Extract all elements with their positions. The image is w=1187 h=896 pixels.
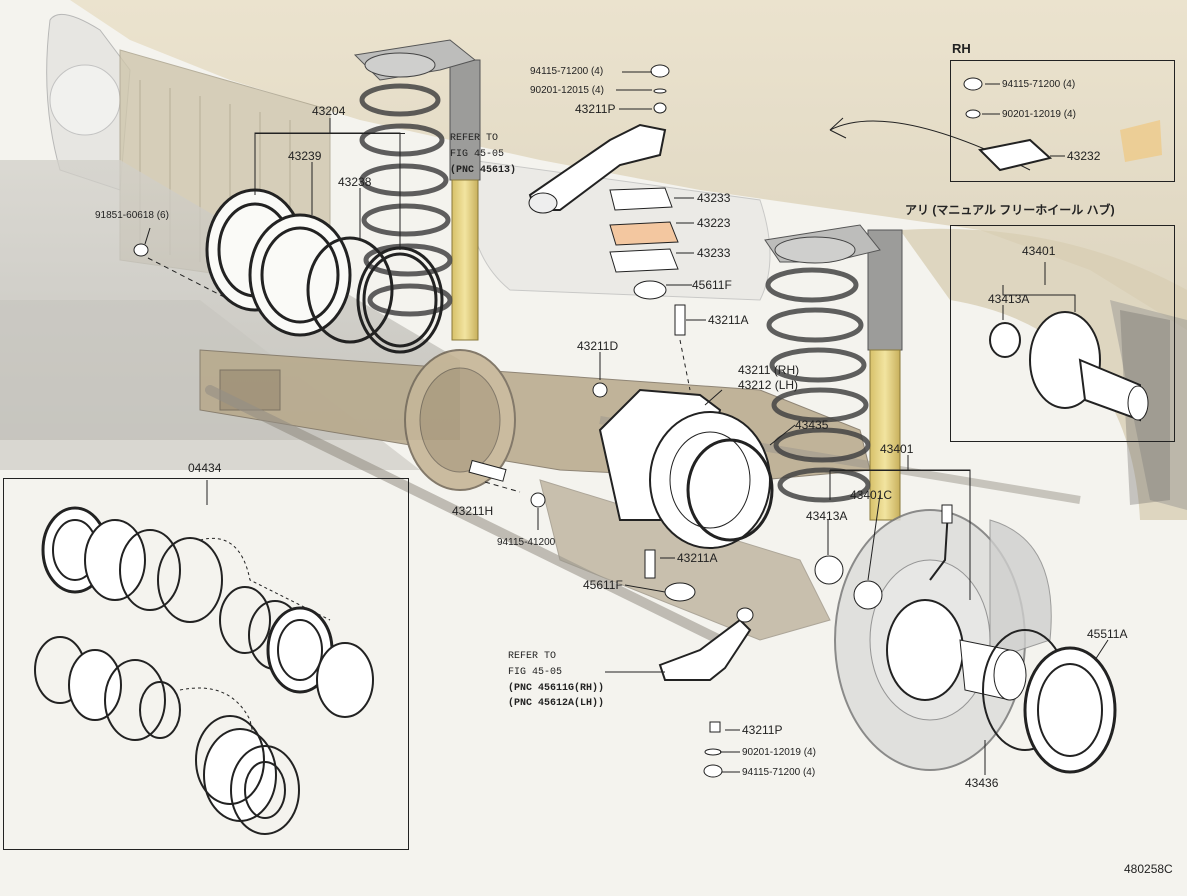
refer-top-line3: (PNC 45613)	[450, 165, 517, 176]
top-fasteners	[133, 64, 670, 257]
label-94115-top: 94115-71200 (4)	[530, 66, 604, 77]
rh-inset-box	[950, 60, 1175, 182]
rh-inset-parts	[963, 77, 1065, 172]
label-43401C: 43401C	[850, 488, 893, 502]
label-45611F-low: 45611F	[583, 578, 623, 592]
label-43211RH: 43211 (RH)	[738, 363, 800, 377]
label-43436: 43436	[965, 776, 999, 790]
rh-inset-title: RH	[952, 41, 971, 56]
label-94115-low: 94115-71200 (4)	[742, 767, 816, 778]
label-43413A: 43413A	[806, 509, 848, 523]
manual-hub-parts	[989, 262, 1149, 422]
exploded-bearing-rings	[205, 188, 444, 354]
label-43211H: 43211H	[452, 504, 494, 518]
gear-set-inset-title: 04434	[188, 461, 222, 475]
label-90201-top: 90201-12015 (4)	[530, 85, 604, 96]
group-bracket-43204	[255, 133, 405, 134]
label-43239: 43239	[288, 149, 322, 163]
refer-top-line1: REFER TO	[450, 133, 499, 144]
label-rh-43232: 43232	[1067, 149, 1101, 163]
label-43211P-top: 43211P	[575, 102, 616, 116]
label-43223: 43223	[697, 216, 731, 230]
figure-id: 480258C	[1124, 862, 1173, 876]
left-coil-spring	[353, 39, 481, 341]
brake-disc-hub	[814, 504, 1117, 774]
manual-hub-inset-title: アリ (マニュアル フリーホイール ハブ)	[905, 203, 1115, 217]
label-43211P-low: 43211P	[742, 723, 783, 737]
label-43211A-top: 43211A	[708, 313, 749, 327]
label-rh-94115: 94115-71200 (4)	[1002, 79, 1076, 90]
label-90201-low: 90201-12019 (4)	[742, 747, 816, 758]
label-43233-a: 43233	[697, 191, 731, 205]
knuckle-arm-low	[658, 607, 754, 778]
gear-set-parts	[34, 480, 374, 835]
refer-low-line1: REFER TO	[508, 651, 557, 662]
knuckle-arm-top	[528, 123, 686, 336]
label-43233-b: 43233	[697, 246, 731, 260]
label-hub-43401: 43401	[1022, 244, 1056, 258]
label-45611F-top: 45611F	[692, 278, 732, 292]
gear-set-inset-box	[3, 478, 409, 850]
label-43211D: 43211D	[577, 339, 619, 353]
refer-low-line3: (PNC 45611G(RH))	[508, 683, 605, 694]
label-94115-41200: 94115-41200	[497, 537, 556, 548]
label-43211A-low: 43211A	[677, 551, 718, 565]
group-bracket-43401	[830, 470, 970, 471]
manual-hub-inset-box	[950, 225, 1175, 442]
label-91851: 91851-60618 (6)	[95, 210, 169, 221]
label-43212LH: 43212 (LH)	[738, 378, 799, 392]
label-43401: 43401	[880, 442, 914, 456]
label-43238: 43238	[338, 175, 372, 189]
label-43435: 43435	[795, 418, 829, 432]
label-rh-90201: 90201-12019 (4)	[1002, 109, 1076, 120]
label-45511A: 45511A	[1087, 627, 1128, 641]
label-hub-43413A: 43413A	[988, 292, 1030, 306]
steering-knuckle	[468, 382, 774, 602]
refer-low-line2: FIG 45-05	[508, 667, 563, 678]
label-43204: 43204	[312, 104, 346, 118]
refer-top-line2: FIG 45-05	[450, 149, 505, 160]
right-coil-spring	[764, 224, 903, 521]
refer-low-line4: (PNC 45612A(LH))	[508, 698, 605, 709]
